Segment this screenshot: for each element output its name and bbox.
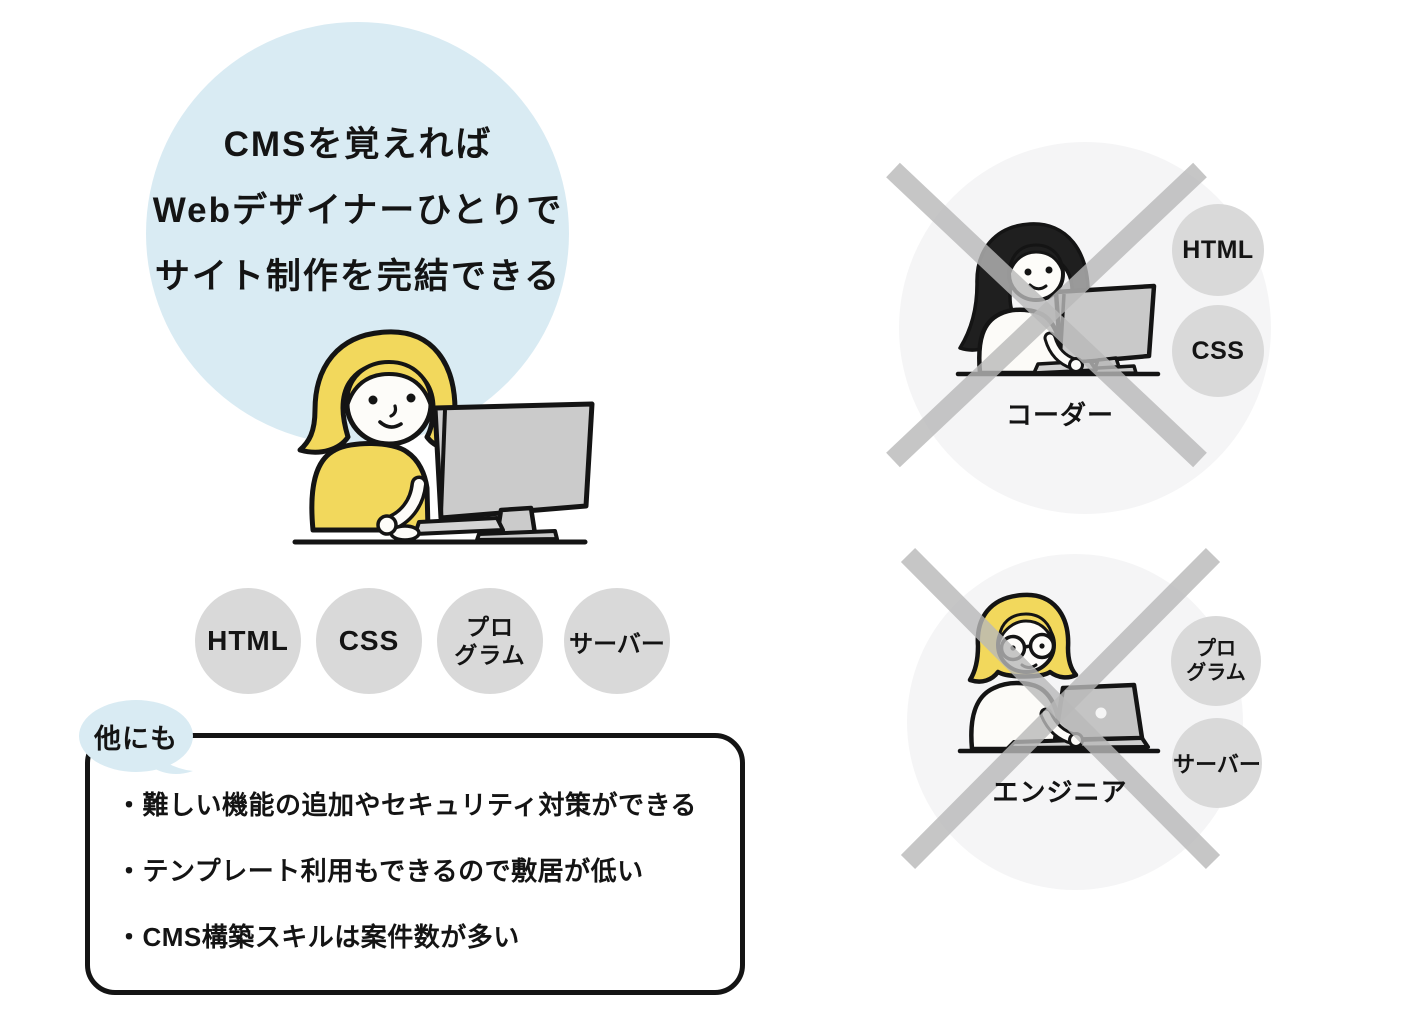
main-claim-line-2: Webデザイナーひとりで <box>152 191 564 230</box>
speech-bubble-tail <box>150 753 193 775</box>
tag-label: CSS <box>1191 336 1245 365</box>
web-designer-illustration <box>292 329 595 545</box>
role-name: エンジニア <box>992 777 1128 807</box>
role-label-coder: コーダー <box>950 395 1170 432</box>
tag-label: サーバー <box>1173 752 1261 777</box>
skill-circle-html: HTML <box>195 588 301 694</box>
main-claim-line-3: サイト制作を完結できる <box>154 257 562 296</box>
benefit-item: ・難しい機能の追加やセキュリティ対策ができる <box>116 790 697 820</box>
engineer-skill-server: サーバー <box>1172 718 1262 808</box>
benefit-item: ・テンプレート利用もできるので敷居が低い <box>116 856 644 886</box>
additional-benefits-box: ・難しい機能の追加やセキュリティ対策ができる ・テンプレート利用もできるので敷居… <box>85 733 745 995</box>
coder-skill-html: HTML <box>1172 204 1264 296</box>
skill-circle-program: プロ グラム <box>437 588 543 694</box>
tag-label: プロ グラム <box>1186 638 1246 684</box>
skill-label: CSS <box>338 625 400 656</box>
engineer-skill-program: プロ グラム <box>1171 616 1261 706</box>
skill-label: HTML <box>207 625 289 656</box>
main-claim-line-1: CMSを覚えれば <box>223 125 493 164</box>
speech-bubble: 他にも <box>79 700 193 772</box>
coder-skill-css: CSS <box>1172 305 1264 397</box>
role-name: コーダー <box>1005 400 1114 430</box>
skill-label: サーバー <box>569 630 665 658</box>
main-claim-text: CMSを覚えれば Webデザイナーひとりで サイト制作を完結できる <box>128 112 588 310</box>
skill-circle-server: サーバー <box>564 588 670 694</box>
speech-bubble-label: 他にも <box>94 723 178 754</box>
role-label-engineer: エンジニア <box>950 772 1170 809</box>
skill-circle-css: CSS <box>316 588 422 694</box>
tag-label: HTML <box>1182 235 1254 264</box>
cross-icon <box>900 547 1221 870</box>
skill-label: プロ グラム <box>454 614 526 668</box>
benefit-item: ・CMS構築スキルは案件数が多い <box>116 922 520 952</box>
cross-icon <box>886 162 1207 468</box>
